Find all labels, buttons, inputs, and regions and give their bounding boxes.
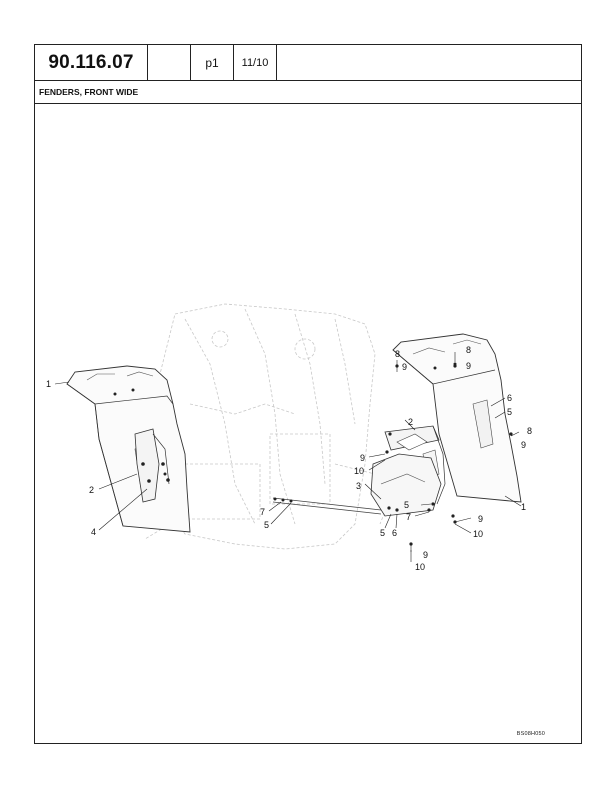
callout-center-plate: 3 [356,481,361,491]
callout-bolt-left-7: 7 [260,507,265,517]
callout-right-bracket: 2 [408,417,413,427]
left-fender-bracket [134,428,170,503]
callout-side-9: 9 [521,440,526,450]
callout-top-bolt-l-8: 8 [395,349,400,359]
callout-mid-10: 10 [354,466,364,476]
callout-top-bolt-r-9: 9 [466,361,471,371]
callout-right-fender: 1 [521,502,526,512]
callout-side-5: 5 [507,407,512,417]
header-row: 90.116.07 p1 11/10 [34,44,277,81]
callout-side-6: 6 [507,393,512,403]
callout-bot-10: 10 [415,562,425,572]
callout-left-fender: 1 [46,379,51,389]
left-fender [66,365,191,533]
parts-sheet: 90.116.07 p1 11/10 FENDERS, FRONT WIDE [34,44,582,744]
callout-mid-7: 7 [406,512,411,522]
section-code: 90.116.07 [34,44,148,81]
image-reference-code: BS08H050 [516,731,545,737]
callout-top-bolt-l-9: 9 [402,362,407,372]
callout-top-bolt-r-8: 8 [466,345,471,355]
callout-low-5: 5 [380,528,385,538]
callout-numbers: 1 2 4 7 5 3 2 1 8 9 8 9 6 5 8 9 9 10 5 7 [46,345,532,572]
cross-rod [272,497,382,515]
center-plate [370,453,442,517]
right-fender [392,333,522,503]
callout-mid-5: 5 [404,500,409,510]
revision-date: 11/10 [233,44,277,81]
exploded-parts-diagram: 1 2 4 7 5 3 2 1 8 9 8 9 6 5 8 9 9 10 5 7 [35,104,581,743]
callout-bot-9: 9 [423,550,428,560]
callout-low-9: 9 [478,514,483,524]
callout-left-lower: 4 [91,527,96,537]
callout-low-6: 6 [392,528,397,538]
page-number: p1 [190,44,234,81]
blank-cell [147,44,191,81]
callout-mid-9: 9 [360,453,365,463]
hardware-fasteners [385,364,513,546]
callout-left-bracket: 2 [89,485,94,495]
callout-side-8: 8 [527,426,532,436]
callout-low-10: 10 [473,529,483,539]
page-title: FENDERS, FRONT WIDE [35,80,581,104]
diagram-svg: 1 2 4 7 5 3 2 1 8 9 8 9 6 5 8 9 9 10 5 7 [46,303,532,572]
callout-bolt-left-5: 5 [264,520,269,530]
callout-leaders [54,352,522,562]
